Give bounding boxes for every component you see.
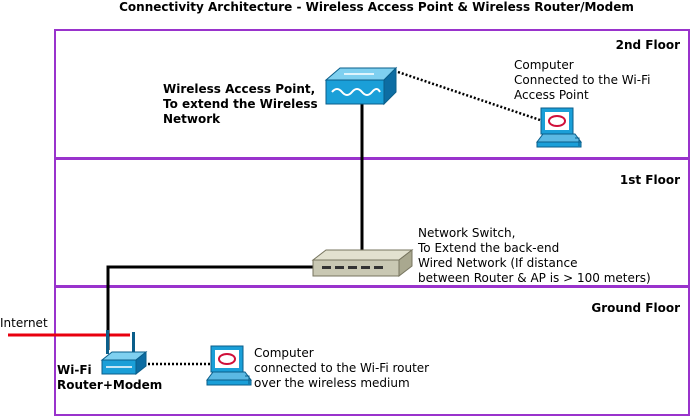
router-computer-label: Computer connected to the Wi-Fi router o… [254, 346, 430, 390]
ap-computer-label: Computer Connected to the Wi-Fi Access P… [514, 58, 651, 102]
floor-2nd: 2nd Floor [54, 29, 690, 160]
router-computer-icon [206, 345, 252, 386]
floor-2nd-label: 2nd Floor [615, 38, 680, 52]
floor-ground-label: Ground Floor [591, 301, 680, 315]
access-point-icon [324, 66, 398, 106]
switch-to-router-cable [106, 265, 313, 350]
network-switch-icon [311, 248, 414, 278]
router-label: Wi-Fi Router+Modem [57, 363, 163, 392]
switch-label: Network Switch, To Extend the back-end W… [418, 226, 651, 285]
diagram-title: Connectivity Architecture - Wireless Acc… [119, 0, 634, 14]
wifi-router-icon [100, 330, 148, 376]
floor-ground: Ground Floor [54, 285, 690, 416]
floor-1st: 1st Floor [54, 157, 690, 288]
floor-1st-label: 1st Floor [619, 173, 680, 187]
internet-label: Internet [0, 316, 48, 330]
ap-computer-icon [536, 107, 582, 148]
ap-wireless-link [397, 70, 541, 122]
access-point-label: Wireless Access Point, To extend the Wir… [163, 82, 318, 126]
